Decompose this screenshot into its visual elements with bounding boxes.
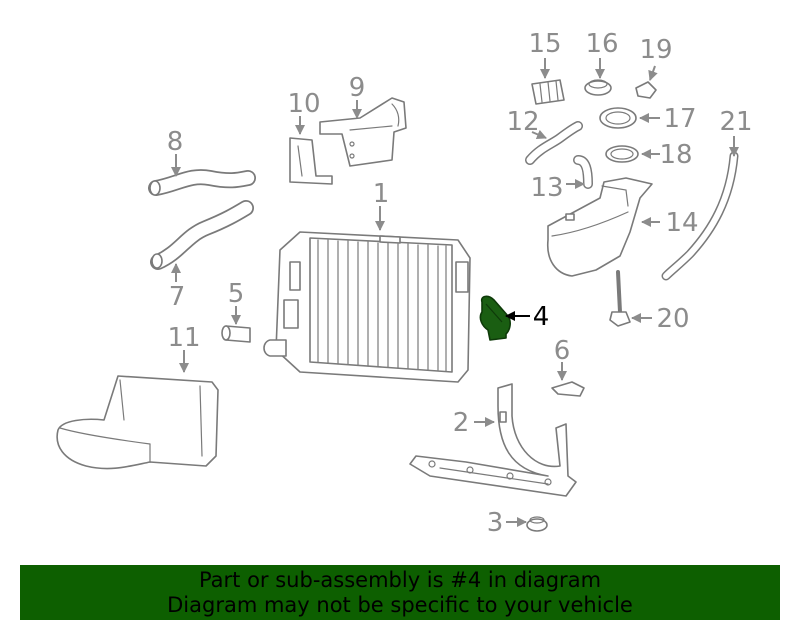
- parts-diagram: 1 2 3 4 5 6 7 8 9 10 11 12 13 14 15 16 1…: [56, 29, 753, 538]
- callout-10: 10: [287, 89, 320, 119]
- upper-hose-part: [148, 169, 256, 196]
- level-sensor-part: [609, 270, 631, 327]
- small-hose-part: [525, 121, 583, 165]
- cap-part: [584, 79, 612, 96]
- notice-banner: Part or sub-assembly is #4 in diagram Di…: [20, 565, 780, 620]
- callout-3: 3: [487, 508, 504, 538]
- callout-20: 20: [656, 304, 689, 334]
- callout-6: 6: [554, 336, 571, 366]
- callout-11: 11: [167, 323, 200, 353]
- callout-2: 2: [453, 408, 470, 438]
- callout-7: 7: [169, 282, 186, 312]
- bracket-part: [409, 383, 577, 497]
- long-hose-part: [661, 151, 739, 281]
- callout-4-highlighted: 4: [533, 302, 550, 332]
- callout-labels: 1 2 3 4 5 6 7 8 9 10 11 12 13 14 15 16 1…: [167, 29, 753, 538]
- sensor-part-highlighted: [479, 295, 511, 341]
- hose-clip-part: [635, 81, 657, 99]
- callout-5: 5: [228, 279, 245, 309]
- callout-17: 17: [663, 104, 696, 134]
- air-guide-part: [319, 97, 407, 167]
- notice-line-2: Diagram may not be specific to your vehi…: [167, 592, 633, 617]
- clip-part: [551, 381, 585, 397]
- callout-9: 9: [349, 73, 366, 103]
- grommet-part: [526, 516, 548, 532]
- radiator-part: [263, 231, 471, 383]
- reservoir-part: [547, 177, 653, 277]
- mount-bracket-part: [289, 137, 333, 185]
- callout-8: 8: [167, 127, 184, 157]
- leader-lines: [171, 58, 739, 527]
- callout-19: 19: [639, 35, 672, 65]
- callout-14: 14: [665, 208, 698, 238]
- callout-12: 12: [506, 107, 539, 137]
- sleeve-part: [221, 325, 251, 343]
- seal-ring-part: [599, 107, 637, 129]
- callout-18: 18: [659, 140, 692, 170]
- bent-hose-part: [573, 155, 593, 189]
- air-duct-part: [56, 375, 219, 470]
- o-ring-part: [605, 145, 639, 163]
- callout-15: 15: [528, 29, 561, 59]
- callout-13: 13: [530, 173, 563, 203]
- callout-21: 21: [719, 107, 752, 137]
- lower-hose-part: [150, 200, 254, 270]
- callout-16: 16: [585, 29, 618, 59]
- callout-1: 1: [373, 179, 390, 209]
- notice-line-1: Part or sub-assembly is #4 in diagram: [198, 567, 602, 592]
- connector-part: [531, 79, 565, 105]
